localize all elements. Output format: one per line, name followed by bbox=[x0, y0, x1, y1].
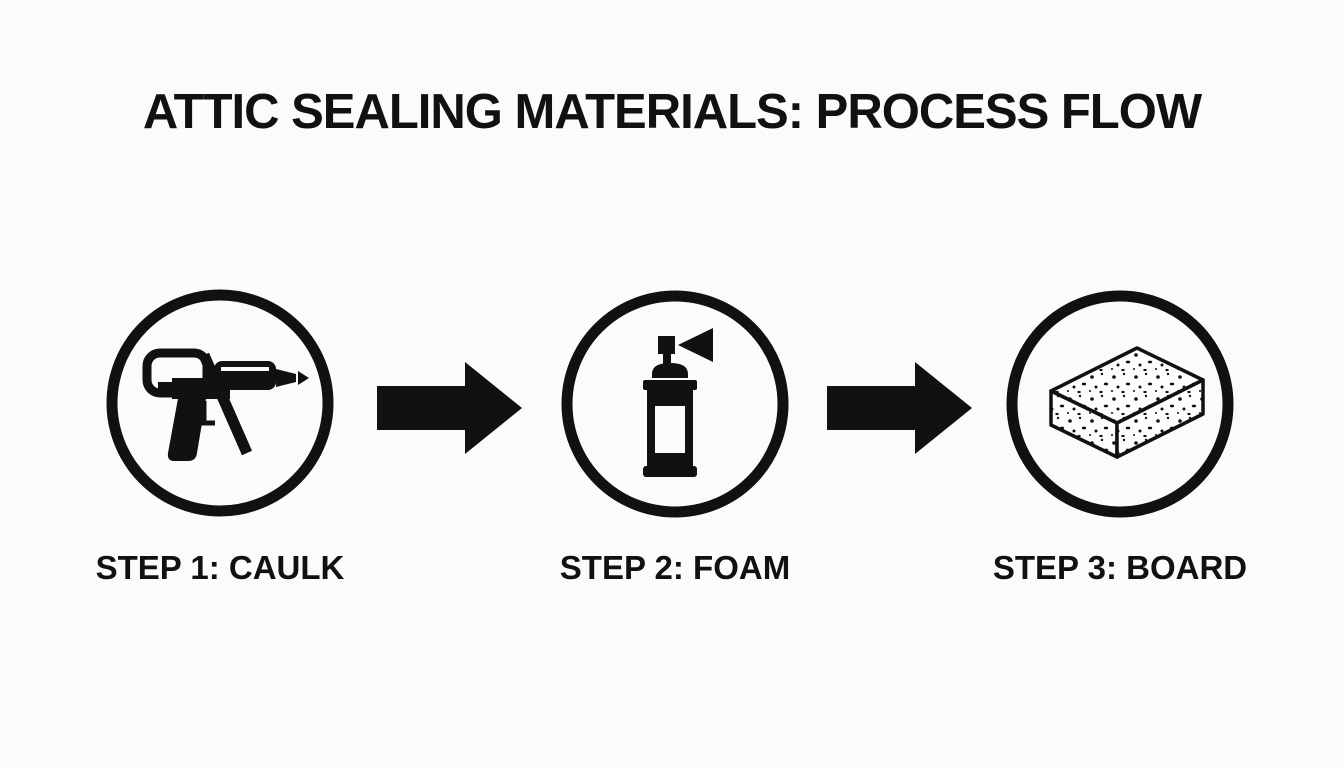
spray-foam-can-icon bbox=[555, 284, 795, 524]
step-3-label: STEP 3: BOARD bbox=[992, 549, 1248, 586]
foam-board-icon bbox=[1000, 284, 1240, 524]
step-2-label: STEP 2: FOAM bbox=[559, 549, 791, 586]
caulk-gun-icon bbox=[100, 283, 340, 523]
page-title: ATTIC SEALING MATERIALS: PROCESS FLOW bbox=[142, 85, 1202, 139]
arrow-right-icon bbox=[377, 362, 522, 454]
step-1-label: STEP 1: CAULK bbox=[95, 549, 345, 586]
arrow-right-icon bbox=[827, 362, 972, 454]
